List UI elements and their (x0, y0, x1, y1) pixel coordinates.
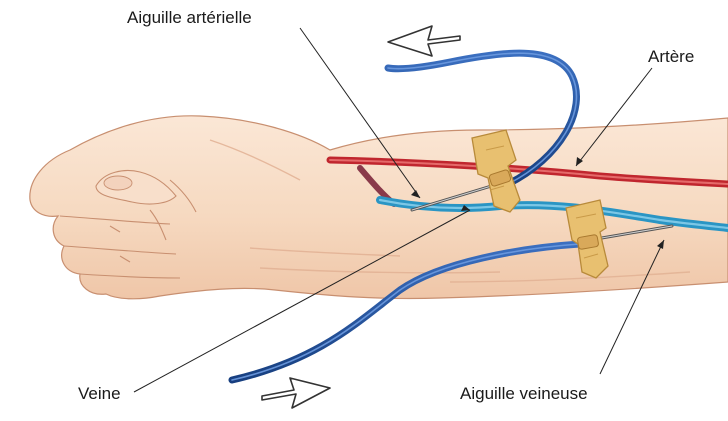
outflow-arrow-icon (388, 26, 460, 56)
label-vein: Veine (78, 384, 121, 403)
label-arterial-needle: Aiguille artérielle (127, 8, 252, 27)
label-artery: Artère (648, 47, 694, 66)
label-venous-needle: Aiguille veineuse (460, 384, 588, 403)
inflow-arrow-icon (262, 378, 330, 408)
forearm (30, 116, 728, 299)
forearm-hand (30, 116, 728, 299)
thumbnail (104, 176, 132, 190)
